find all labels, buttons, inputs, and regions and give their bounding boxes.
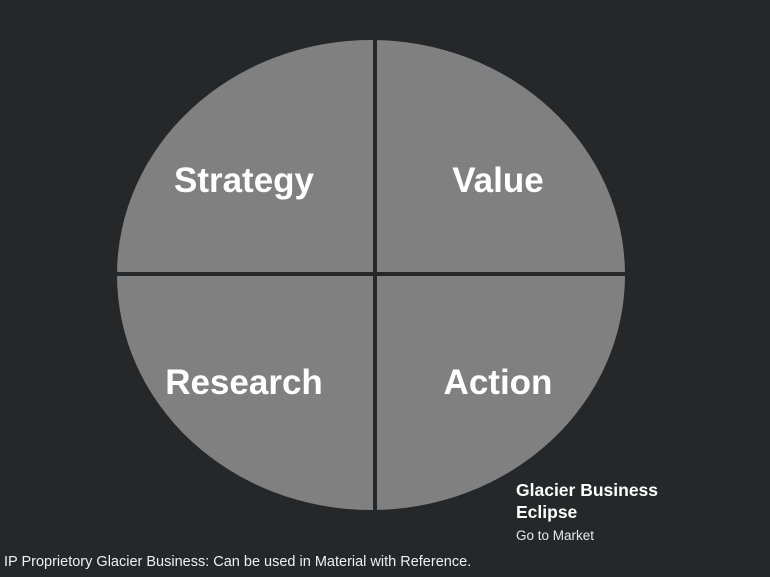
quadrant-strategy[interactable]: Strategy xyxy=(117,40,371,275)
quadrant-value[interactable]: Value xyxy=(371,40,625,275)
quadrant-label-action: Action xyxy=(443,363,553,402)
quadrant-label-strategy: Strategy xyxy=(173,161,315,200)
divider-horizontal xyxy=(113,272,629,276)
brand-title: Glacier Business Eclipse xyxy=(516,480,756,524)
brand-block: Glacier Business Eclipse Go to Market xyxy=(516,480,756,544)
quadrant-circle-diagram: Strategy Value Research Action xyxy=(117,40,625,510)
quadrant-action[interactable]: Action xyxy=(371,275,625,510)
brand-title-line2: Eclipse xyxy=(516,501,578,522)
quadrant-research[interactable]: Research xyxy=(117,275,371,510)
footer-note: IP Proprietory Glacier Business: Can be … xyxy=(4,553,472,570)
brand-subtitle: Go to Market xyxy=(516,527,595,543)
quadrant-label-value: Value xyxy=(452,161,544,200)
quadrant-label-research: Research xyxy=(165,363,323,402)
brand-title-line1: Glacier Business xyxy=(516,480,659,500)
